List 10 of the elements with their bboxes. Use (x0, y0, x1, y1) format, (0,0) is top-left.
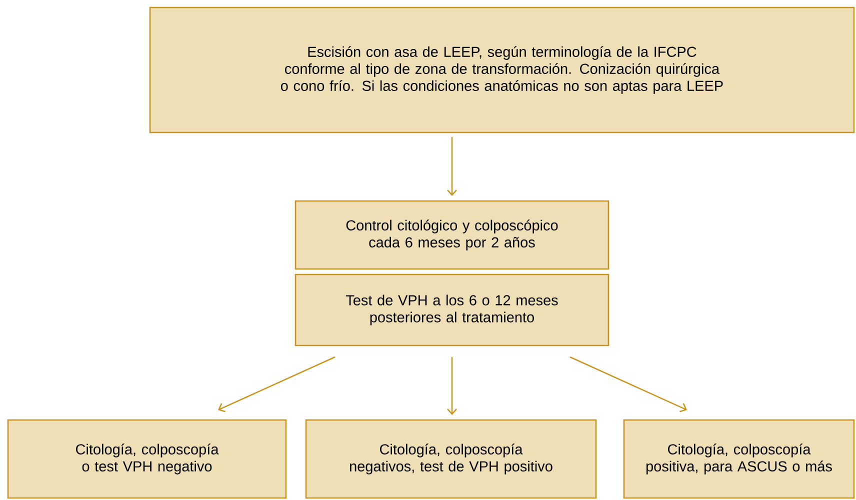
arrow (447, 137, 457, 196)
arrow (447, 357, 457, 415)
arrow (570, 356, 687, 412)
process-box: Citología, colposcopía negativos, test de VPH positivo (305, 419, 597, 499)
process-box: Citología, colposcopía o test VPH negativo (7, 419, 287, 499)
process-box: Citología, colposcopía positiva, para ASCUS o más (623, 419, 855, 499)
arrow (218, 356, 336, 412)
process-box: Escisión con asa de LEEP, según terminología de la IFCPC conforme al tipo de zona de transformación. Conización quirúrgica o cono frío. Si las condiciones anatómicas no son aptas para LEEP (149, 6, 855, 134)
process-box: Control citológico y colposcópico cada 6 meses por 2 años (294, 200, 610, 270)
process-box: Test de VPH a los 6 o 12 meses posteriores al tratamiento (294, 274, 610, 346)
